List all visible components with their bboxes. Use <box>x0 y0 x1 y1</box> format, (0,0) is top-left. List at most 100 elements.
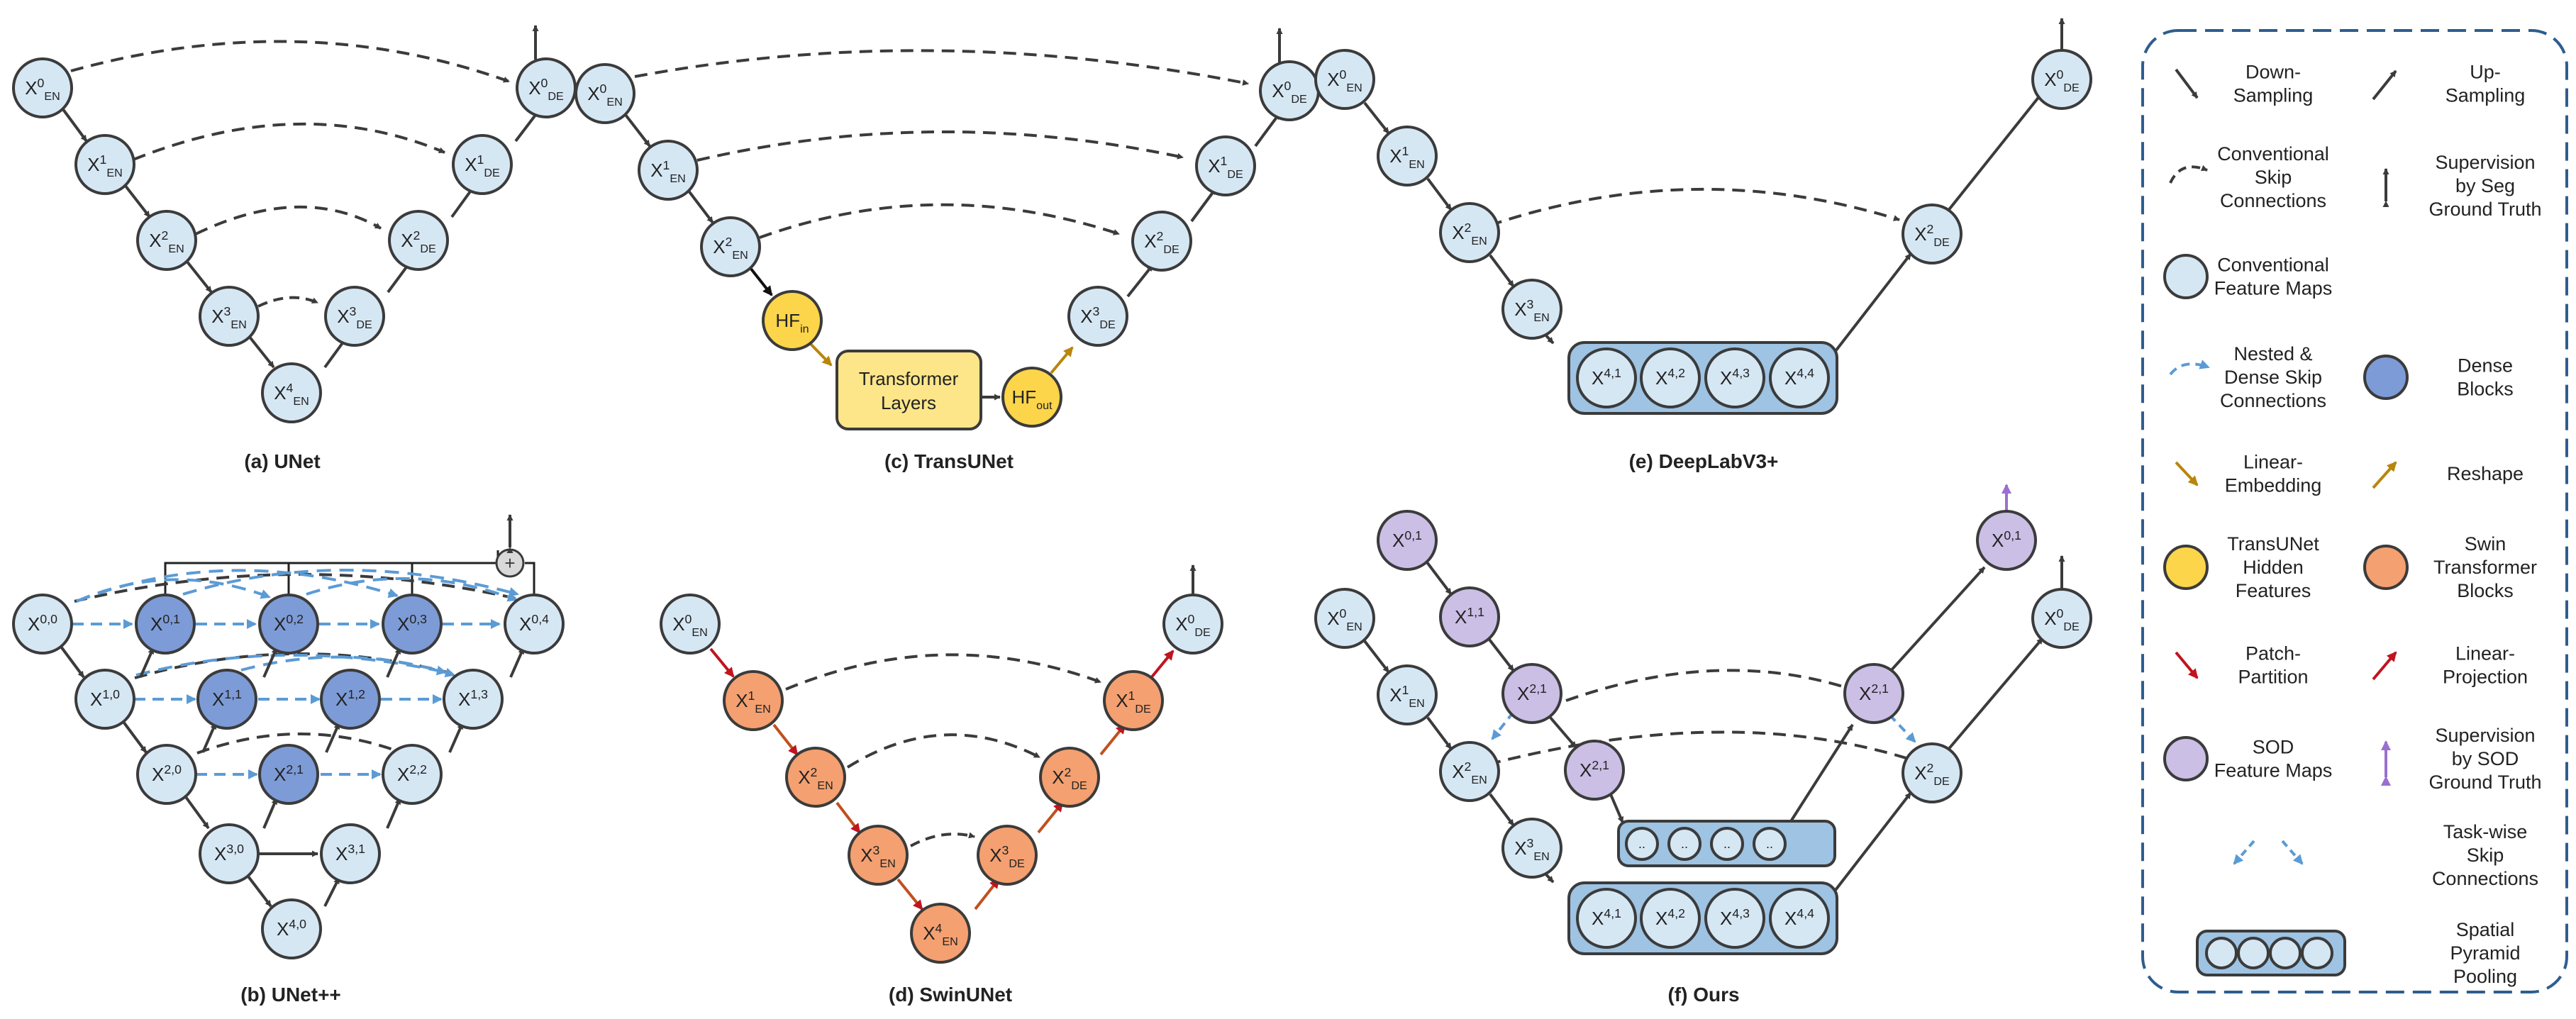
encoder-node-label: X2EN <box>1452 759 1487 786</box>
up-arrow <box>1888 566 1986 674</box>
hidden-feature-node-label: HFout <box>1011 386 1053 412</box>
encoder-node-label: X0EN <box>1327 67 1362 94</box>
caption-unetpp: (b) UNet++ <box>240 984 341 1006</box>
legend-label-transunet-hidden: Hidden <box>2243 557 2304 578</box>
patch-partition-arrow <box>709 647 735 678</box>
legend-label-linear-projection: Linear- <box>2455 643 2515 664</box>
encoder-node-circle <box>1439 741 1500 802</box>
encoder-node-label: X2EN <box>149 228 184 255</box>
sod-spp-node: .. <box>1625 827 1659 861</box>
nested-node-circle <box>320 669 381 730</box>
encoder-node-label: X2EN <box>1452 221 1487 247</box>
nested-node-label: X0,3 <box>397 612 427 635</box>
down-arrow <box>1363 640 1390 674</box>
skip-connection <box>634 49 1249 86</box>
legend-label-taskwise-skip: Skip <box>2467 845 2504 866</box>
legend-labels: Down-SamplingUp-SamplingConventionalSkip… <box>2214 62 2542 988</box>
legend-label-patch-partition: Partition <box>2238 667 2308 688</box>
encoder-node-circle <box>1501 818 1562 879</box>
encoder-node: X4EN <box>261 362 322 423</box>
nested-node-circle <box>258 594 319 655</box>
nested-node-circle <box>196 669 257 730</box>
legend-label-taskwise-skip: Connections <box>2432 868 2538 889</box>
skip-connection <box>759 203 1120 239</box>
encoder-node-label: X1EN <box>650 158 686 185</box>
down-arrow <box>896 878 923 911</box>
skip-connection <box>696 130 1184 162</box>
nested-node-circle <box>382 594 443 655</box>
up-arrow <box>325 723 340 753</box>
decoder-node: X2DE <box>1902 204 1962 265</box>
up-sampling-arrow-icon <box>2372 69 2397 101</box>
spp-icon-node-circle <box>2205 937 2238 969</box>
nested-skip <box>182 569 519 597</box>
nested-node-label: X0,0 <box>28 612 57 635</box>
nested-skip <box>306 577 518 602</box>
encoder-node-circle <box>660 594 721 655</box>
encoder-node: X0EN <box>1314 588 1375 649</box>
nested-node-circle <box>504 594 565 655</box>
legend-label-dense-blocks: Blocks <box>2457 379 2514 400</box>
encoder-node: X0EN <box>1314 49 1375 110</box>
nested-node: X4,0 <box>261 898 322 959</box>
spp-icon-node <box>2301 937 2333 969</box>
nested-node-circle <box>320 823 381 884</box>
decoder-node: X2DE <box>388 210 449 271</box>
encoder-node-label: X0EN <box>672 612 708 639</box>
spp-icon-node <box>2205 937 2238 969</box>
skip-connection <box>910 832 975 847</box>
encoder-node: X2EN <box>785 747 846 808</box>
legend-label-sod-supervision: Ground Truth <box>2428 772 2541 793</box>
taskwise-skip <box>1491 711 1515 740</box>
nested-node: X1,1 <box>196 669 257 730</box>
decoder-node: X0DE <box>2031 49 2092 110</box>
dense-block-icon-circle <box>2363 355 2409 400</box>
spp-node-circle <box>1576 347 1637 408</box>
up-arrow <box>509 647 525 678</box>
legend-label-linear-projection: Projection <box>2443 667 2528 688</box>
legend-label-sod-feature: Feature Maps <box>2214 760 2333 781</box>
sod-node: X2,1 <box>1843 663 1904 724</box>
spp-node-circle <box>1769 347 1830 408</box>
down-arrow <box>835 801 861 834</box>
legend-label-nested-skip: Nested & <box>2233 343 2312 364</box>
nested-node-circle <box>12 594 73 655</box>
encoder-node-label: X1EN <box>1389 144 1425 171</box>
up-arrow <box>1190 187 1217 223</box>
sod-node-circle <box>1377 510 1438 571</box>
spp-node-circle <box>1640 347 1701 408</box>
reshape-arrow-icon <box>2372 461 2397 489</box>
encoder-node-label: X3EN <box>1514 297 1550 324</box>
taskwise-skip <box>1888 713 1916 743</box>
skip-connection <box>1487 730 1914 766</box>
spp-node: X4,3 <box>1704 888 1765 949</box>
nested-node-circle <box>382 744 443 805</box>
down-arrow <box>61 107 88 143</box>
up-arrow <box>1834 252 1912 352</box>
decoder-node-label: X1DE <box>1116 689 1151 715</box>
encoder-node-circle <box>700 216 761 277</box>
sod-spp-node-label: .. <box>1723 837 1731 851</box>
sod-node-label: X0,1 <box>1992 528 2021 551</box>
nested-skip-icon <box>2169 360 2210 376</box>
decoder-node-label: X2DE <box>1914 761 1950 788</box>
legend-label-transunet-hidden: TransUNet <box>2227 533 2319 555</box>
spp-node-label: X4,3 <box>1720 906 1750 929</box>
legend-label-down-sampling: Down- <box>2245 62 2301 83</box>
down-arrow <box>624 113 651 147</box>
hidden-feature-node: HFin <box>762 290 823 351</box>
skip-connection <box>1489 187 1900 227</box>
encoder-node: X1EN <box>1377 126 1438 186</box>
legend-label-conv-skip: Skip <box>2255 167 2292 188</box>
encoder-node: X3EN <box>199 286 260 347</box>
transunet-hidden-icon <box>2163 545 2209 590</box>
legend-label-conv-skip: Conventional <box>2217 143 2329 165</box>
transunet-panel: Transformer Layers <box>624 28 1283 430</box>
decoder-node-circle <box>452 134 513 195</box>
encoder-node-circle <box>910 903 971 964</box>
up-arrow <box>139 647 155 678</box>
legend-label-up-sampling: Up- <box>2470 62 2501 83</box>
up-arrow <box>1786 723 1854 828</box>
encoder-node-circle <box>261 362 322 423</box>
decoder-node-label: X2DE <box>1144 229 1179 256</box>
